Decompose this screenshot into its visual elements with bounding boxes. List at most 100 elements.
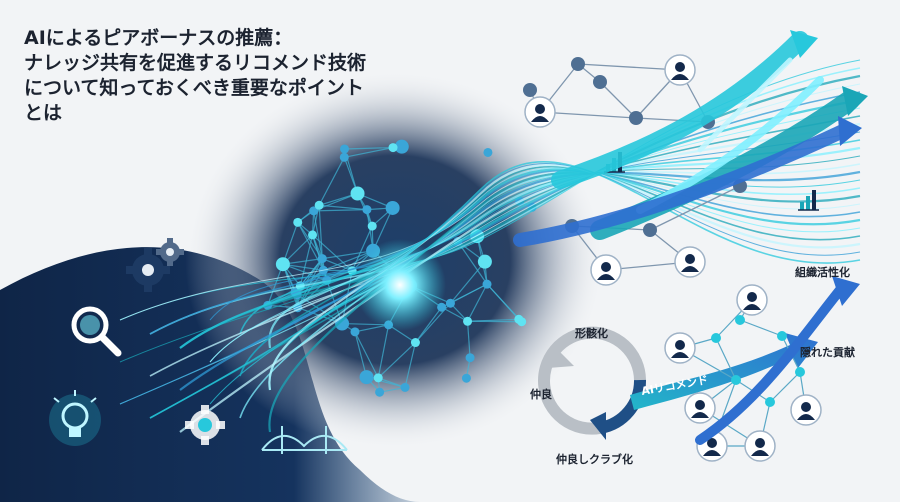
core-glow (354, 239, 446, 331)
network-link (649, 185, 741, 231)
person-body (671, 352, 689, 358)
network-node (350, 186, 365, 201)
lightbulb-icon (49, 390, 101, 446)
network-node (593, 75, 607, 89)
person-icon (524, 96, 556, 128)
network-link (769, 371, 801, 403)
network-link (354, 331, 379, 379)
person-head (675, 62, 685, 72)
person-body (681, 266, 699, 272)
person-body (703, 450, 721, 456)
network-link (457, 241, 488, 285)
network-node (385, 200, 400, 215)
network-node (711, 333, 721, 343)
network-node (483, 147, 493, 157)
network-link (318, 205, 323, 259)
light-stream (119, 162, 861, 405)
network-node (339, 152, 349, 162)
title-line: AIによるピアボーナスの推薦： (24, 27, 293, 49)
network-link (539, 111, 637, 119)
network-link (377, 324, 390, 378)
cycle-arrows-icon (538, 326, 647, 440)
network-link (715, 337, 737, 381)
person-head (801, 402, 811, 412)
person-icon (590, 254, 622, 286)
light-stream (209, 167, 861, 363)
person-body (743, 304, 761, 310)
gear-icon (185, 405, 225, 445)
network-link (467, 283, 488, 322)
network-link (378, 377, 406, 388)
person-head (707, 438, 717, 448)
network-node (400, 382, 410, 392)
network-link (311, 234, 324, 271)
page-title: AIによるピアボーナスの推薦： ナレッジ共有を促進するリコメンド技術 について知… (24, 26, 454, 126)
people-network-bottom (664, 276, 860, 462)
label-formalization: 形骸化 (575, 326, 608, 340)
growth-arrow-icon (513, 123, 852, 247)
network-link (404, 342, 417, 388)
network-node (394, 139, 409, 154)
light-stream (209, 131, 861, 321)
network-node (731, 375, 741, 385)
person-head (675, 340, 685, 350)
person-icon (664, 54, 696, 86)
network-link (323, 250, 374, 271)
network-node (340, 144, 350, 154)
label-hidden-contribution: 隠れた貢献 (800, 345, 855, 359)
network-node (571, 57, 585, 71)
light-stream (149, 160, 861, 419)
person-body (671, 74, 689, 80)
network-node (362, 205, 372, 215)
arrow-head (790, 30, 818, 58)
person-body (797, 414, 815, 420)
network-node (388, 143, 398, 153)
network-link (322, 250, 374, 260)
network-link (344, 147, 394, 158)
title-line: ナレッジ共有を促進するリコメンド技術 (24, 52, 367, 74)
gear-icon (156, 238, 184, 266)
network-link (372, 207, 394, 252)
label-friendly: 仲良 (530, 387, 552, 401)
network-link (318, 157, 345, 206)
growth-arrows (513, 30, 868, 247)
label-friendly-club: 仲良しクラブ化 (556, 452, 633, 466)
label-org-activation: 組織活性化 (795, 265, 850, 279)
title-line: について知っておくべき重要なポイント (24, 77, 364, 99)
person-icon (674, 246, 706, 278)
growth-arrow-icon (697, 57, 793, 153)
network-link (319, 204, 367, 211)
network-node (629, 111, 643, 125)
chart-bar (812, 190, 816, 210)
network-link (313, 210, 323, 259)
network-node (373, 373, 383, 383)
growth-arrow-icon (551, 31, 809, 189)
network-link (486, 283, 523, 323)
network-node (314, 200, 324, 210)
person-icon (744, 430, 776, 462)
network-node (367, 221, 377, 231)
person-icon (790, 394, 822, 426)
person-head (685, 254, 695, 264)
network-node (375, 387, 385, 397)
light-stream (239, 172, 861, 419)
bar-chart-icon (798, 190, 819, 211)
light-stream (179, 168, 861, 349)
network-link (449, 261, 486, 304)
network-link (577, 63, 681, 71)
bridge-icon (261, 426, 348, 454)
network-node (795, 367, 805, 377)
light-stream (119, 171, 861, 321)
network-node (465, 353, 475, 363)
network-link (354, 331, 368, 378)
light-stream (239, 165, 861, 377)
growth-arrow-icon (695, 285, 845, 445)
network-link (739, 319, 783, 337)
person-body (751, 450, 769, 456)
network-node (477, 254, 492, 269)
person-head (535, 104, 545, 114)
gear-icon (126, 248, 170, 292)
light-stream (149, 169, 861, 335)
network-node (317, 254, 327, 264)
